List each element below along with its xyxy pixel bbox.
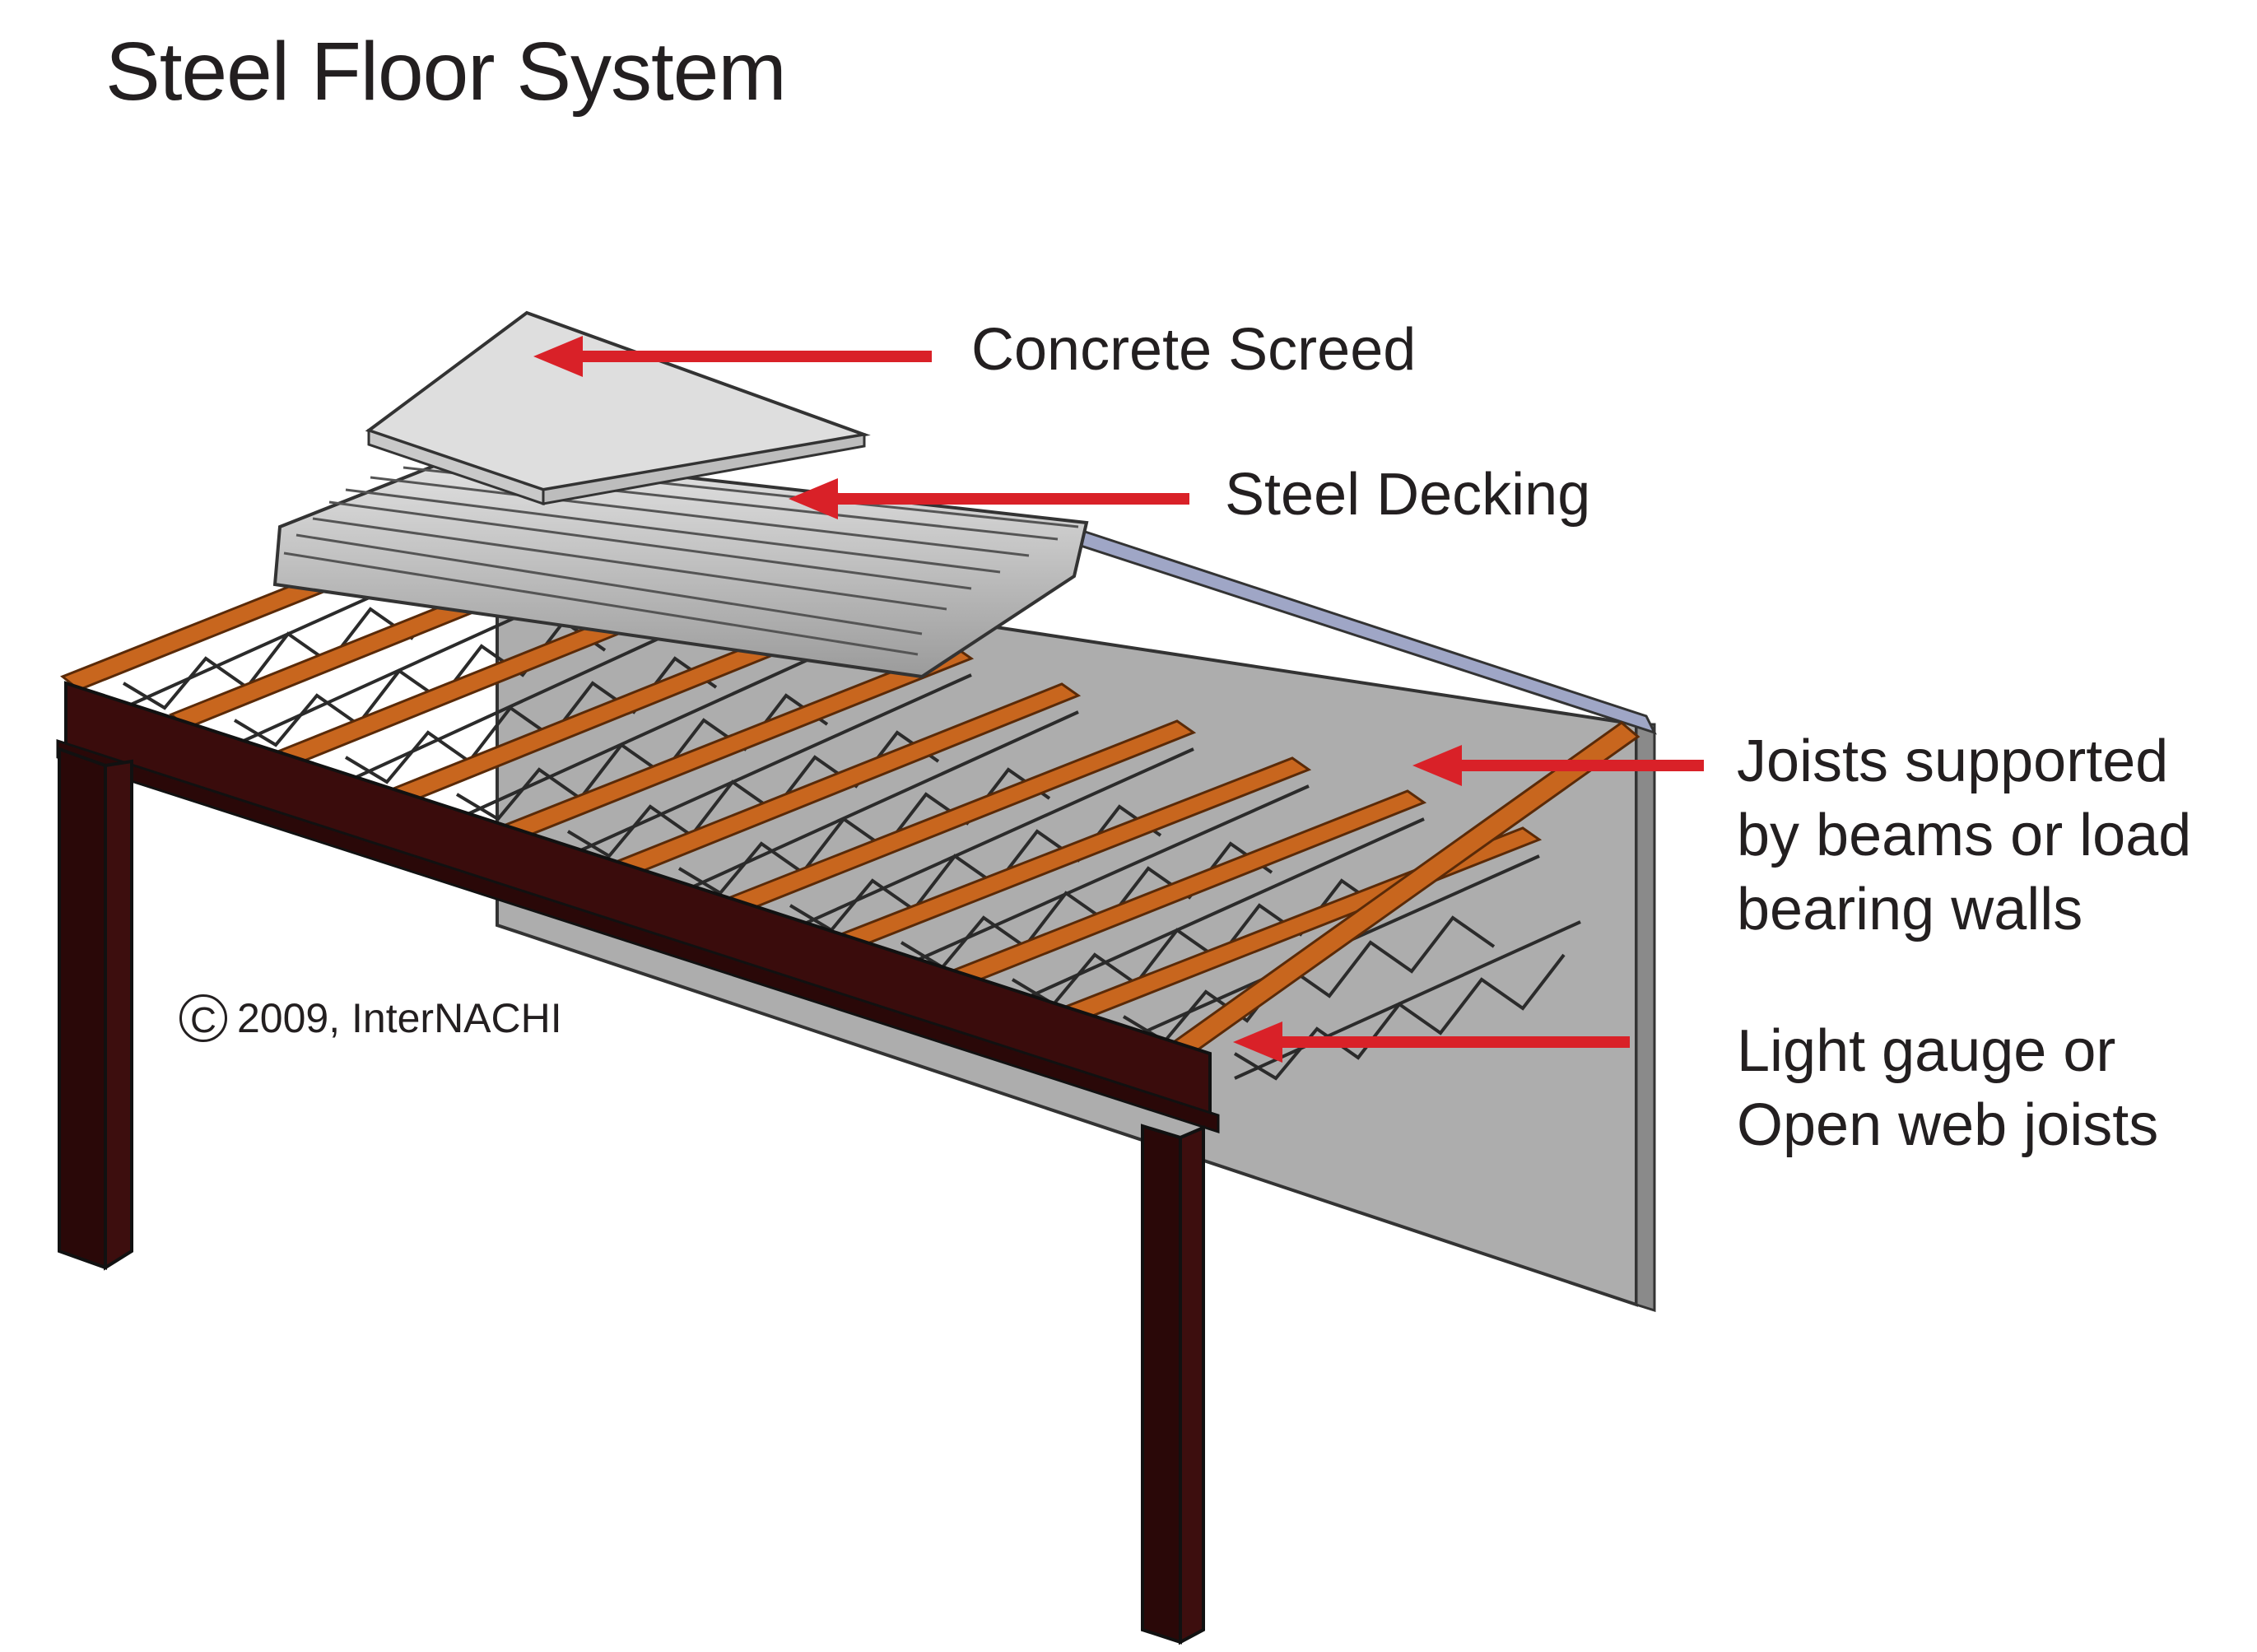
copyright-text: 2009, InterNACHI	[237, 995, 562, 1041]
label-light-gauge-line-1: Light gauge or	[1737, 1018, 2116, 1084]
arrow-light-gauge	[1233, 1021, 1630, 1063]
concrete-screed	[365, 310, 871, 506]
label-concrete-screed: Concrete Screed	[971, 317, 1417, 383]
label-joists-line-3: bearing walls	[1737, 877, 2083, 942]
steel-beam	[56, 681, 1220, 1134]
arrow-steel-decking	[789, 478, 1189, 519]
label-steel-decking: Steel Decking	[1225, 462, 1591, 528]
label-light-gauge: Light gauge or Open web joists	[1737, 1014, 2158, 1162]
label-joists-line-1: Joists supported	[1737, 728, 2169, 794]
label-light-gauge-line-2: Open web joists	[1737, 1092, 2159, 1158]
diagram-title: Steel Floor System	[105, 26, 787, 118]
label-joists-line-2: by beams or load	[1737, 803, 2192, 868]
label-joists: Joists supported by beams or load bearin…	[1737, 724, 2191, 947]
steel-columns	[58, 747, 1205, 1645]
copyright-icon: C	[179, 994, 227, 1042]
copyright-notice: C 2009, InterNACHI	[179, 994, 562, 1042]
arrow-joists	[1412, 745, 1704, 786]
arrow-concrete-screed	[533, 336, 932, 377]
steel-decking	[272, 450, 1089, 679]
